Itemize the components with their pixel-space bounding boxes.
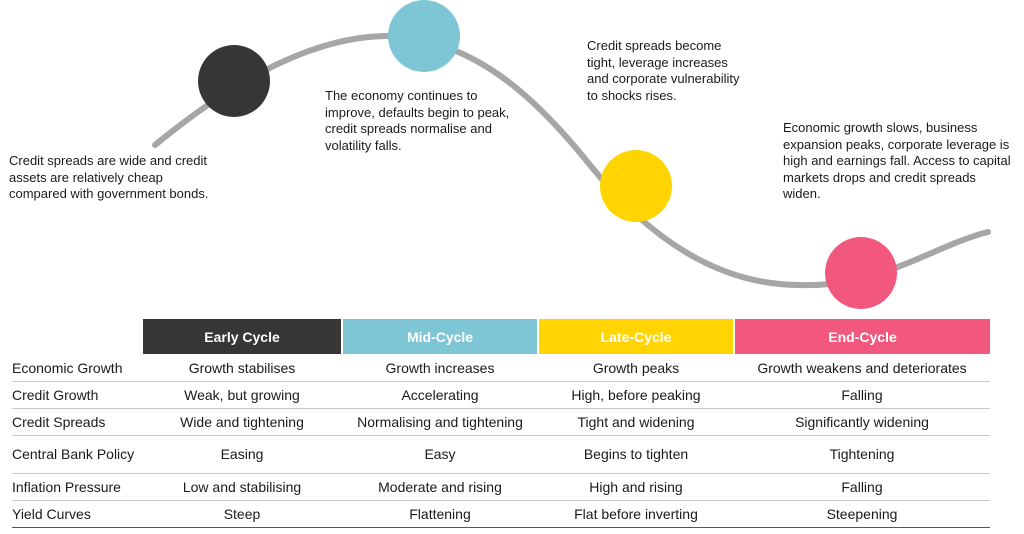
table-cell: Steepening xyxy=(734,500,990,528)
table-cell: Steep xyxy=(142,500,342,528)
table-cell: Normalising and tightening xyxy=(342,408,538,436)
table-cell: Growth increases xyxy=(342,354,538,382)
table-row: Credit Growth Weak, but growing Accelera… xyxy=(12,381,990,409)
cycle-comparison-table: Early Cycle Mid-Cycle Late-Cycle End-Cyc… xyxy=(12,319,990,528)
table-cell: Falling xyxy=(734,381,990,409)
table-cell: Begins to tighten xyxy=(538,435,734,474)
table-cell: Tight and widening xyxy=(538,408,734,436)
row-label: Credit Spreads xyxy=(12,408,142,436)
table-cell: Weak, but growing xyxy=(142,381,342,409)
row-label: Economic Growth xyxy=(12,354,142,382)
table-cell: Accelerating xyxy=(342,381,538,409)
mid-cycle-marker xyxy=(388,0,460,72)
header-early-cycle: Early Cycle xyxy=(141,319,342,354)
late-cycle-annotation: Credit spreads become tight, leverage in… xyxy=(587,38,740,103)
row-label: Credit Growth xyxy=(12,381,142,409)
late-cycle-marker xyxy=(600,150,672,222)
end-cycle-marker xyxy=(825,237,897,309)
table-cell: Wide and tightening xyxy=(142,408,342,436)
table-cell: Moderate and rising xyxy=(342,473,538,501)
table-row: Yield Curves Steep Flattening Flat befor… xyxy=(12,500,990,528)
header-late-cycle: Late-Cycle xyxy=(537,319,734,354)
table-cell: High, before peaking xyxy=(538,381,734,409)
early-cycle-annotation: Credit spreads are wide and credit asset… xyxy=(9,153,209,201)
table-cell: Easing xyxy=(142,435,342,474)
header-mid-cycle: Mid-Cycle xyxy=(341,319,538,354)
row-label: Central Bank Policy xyxy=(12,435,142,474)
mid-cycle-annotation: The economy continues to improve, defaul… xyxy=(325,88,510,153)
table-cell: Growth weakens and deteriorates xyxy=(734,354,990,382)
table-header-row: Early Cycle Mid-Cycle Late-Cycle End-Cyc… xyxy=(12,319,990,354)
early-cycle-marker xyxy=(198,45,270,117)
table-row: Economic Growth Growth stabilises Growth… xyxy=(12,354,990,382)
table-cell: High and rising xyxy=(538,473,734,501)
table-cell: Significantly widening xyxy=(734,408,990,436)
table-cell: Easy xyxy=(342,435,538,474)
table-cell: Flattening xyxy=(342,500,538,528)
table-row: Credit Spreads Wide and tightening Norma… xyxy=(12,408,990,436)
header-blank-cell xyxy=(12,319,142,354)
table-cell: Falling xyxy=(734,473,990,501)
header-end-cycle: End-Cycle xyxy=(733,319,990,354)
table-cell: Growth peaks xyxy=(538,354,734,382)
table-cell: Low and stabilising xyxy=(142,473,342,501)
table-cell: Growth stabilises xyxy=(142,354,342,382)
row-label: Yield Curves xyxy=(12,500,142,528)
row-label: Inflation Pressure xyxy=(12,473,142,501)
table-row: Inflation Pressure Low and stabilising M… xyxy=(12,473,990,501)
end-cycle-annotation: Economic growth slows, business expansio… xyxy=(783,120,1011,201)
table-cell: Flat before inverting xyxy=(538,500,734,528)
table-cell: Tightening xyxy=(734,435,990,474)
table-row: Central Bank Policy Easing Easy Begins t… xyxy=(12,435,990,474)
